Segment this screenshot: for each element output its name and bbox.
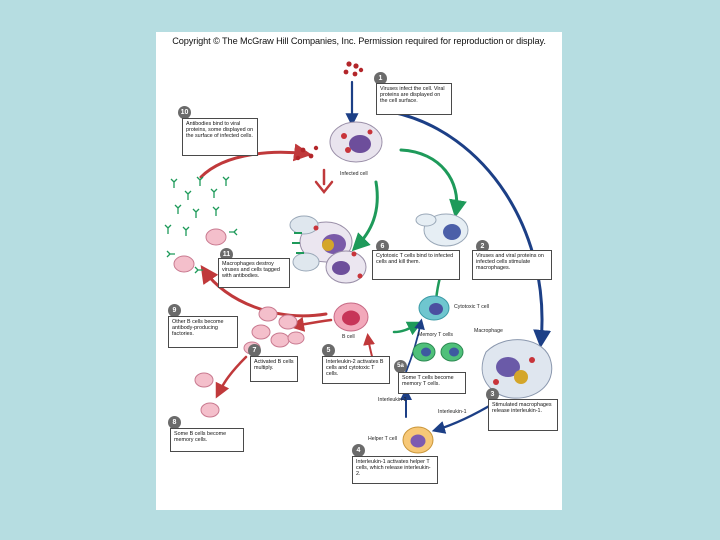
step-6-badge: 6 xyxy=(376,240,389,253)
step-8-num-text: 8 xyxy=(172,419,177,426)
antibody-tagged-cells xyxy=(173,228,227,273)
arrow-antibodies-to-infected xyxy=(199,143,312,179)
step-1-badge: 1 xyxy=(374,72,387,85)
step-2-badge: 2 xyxy=(476,240,489,253)
b-cell xyxy=(333,302,369,332)
label-helper-t-cell: Helper T cell xyxy=(368,436,397,442)
label-macrophage: Macrophage xyxy=(474,328,503,334)
step-9-box: Other B cells become antibody-producing … xyxy=(168,316,238,348)
viruses xyxy=(295,61,549,385)
step-1-box: Viruses infect the cell. Viral proteins … xyxy=(376,83,452,115)
step-11-badge: 11 xyxy=(220,248,233,261)
infected-cell xyxy=(329,121,383,163)
step-7-badge: 7 xyxy=(248,344,261,357)
arrow-viruses-to-macrophage xyxy=(390,110,552,348)
step-11-box: Macrophages destroy viruses and cells ta… xyxy=(218,258,290,288)
dying-infected-cells xyxy=(289,215,367,284)
step-5-badge: 5 xyxy=(322,344,335,357)
cytotoxic-t-cell xyxy=(418,295,450,321)
macrophage xyxy=(481,339,553,399)
step-3-box: Stimulated macrophages release interleuk… xyxy=(488,399,558,431)
arrow-bcell-to-activated xyxy=(289,316,333,332)
helper-t-cell xyxy=(402,426,434,454)
step-6-box: Cytotoxic T cells bind to infected cells… xyxy=(372,250,460,280)
step-5a-box: Some T cells become memory T cells. xyxy=(398,372,466,394)
step-2-box: Viruses and viral proteins on infected c… xyxy=(472,250,552,280)
step-5a-badge: 5a xyxy=(394,360,407,373)
label-interleukin-1: Interleukin-1 xyxy=(438,409,467,415)
step-8-number: 88 xyxy=(168,416,181,429)
arrow-to-memory-t xyxy=(392,321,423,336)
arrow-il2-to-t-cells xyxy=(405,318,425,373)
step-4-badge: 4 xyxy=(352,444,365,457)
arrow-to-dying-cells xyxy=(351,180,379,252)
label-b-cell: B cell xyxy=(342,334,355,340)
memory-b-cells xyxy=(194,372,220,418)
arrow-bcell-to-macrophage-area xyxy=(200,265,328,318)
step-9-badge: 9 xyxy=(168,304,181,317)
step-8-text-box: Some B cells become memory cells. xyxy=(170,428,244,452)
step-4-box: Interleukin-1 activates helper T cells, … xyxy=(352,456,438,484)
antibodies xyxy=(164,176,238,274)
step-5-box: Interleukin-2 activates B cells and cyto… xyxy=(322,356,390,384)
step-7-box: Activated B cells multiply. xyxy=(250,356,298,382)
cytotoxic-t-cell-top xyxy=(415,213,469,247)
step-10-box: Antibodies bind to viral proteins, some … xyxy=(182,118,258,156)
label-memory-t-cells: Memory T cells xyxy=(418,332,453,338)
step-3-badge: 3 xyxy=(486,388,499,401)
activated-b-cells xyxy=(243,306,305,355)
label-cytotoxic-t-cell: Cytotoxic T cell xyxy=(454,304,489,310)
step-10-badge: 10 xyxy=(178,106,191,119)
memory-t-cells xyxy=(412,342,464,362)
copyright-notice: Copyright © The McGraw Hill Companies, I… xyxy=(172,36,546,46)
arrow-macrophage-to-helper xyxy=(431,400,498,434)
label-infected-cell: Infected cell xyxy=(340,171,368,177)
slide-panel: Copyright © The McGraw Hill Companies, I… xyxy=(156,32,562,510)
arrow-to-memory-b xyxy=(215,355,248,399)
label-interleukin-2: Interleukin-2 xyxy=(378,397,407,403)
arrow-infected-to-cytotoxic xyxy=(399,148,467,218)
